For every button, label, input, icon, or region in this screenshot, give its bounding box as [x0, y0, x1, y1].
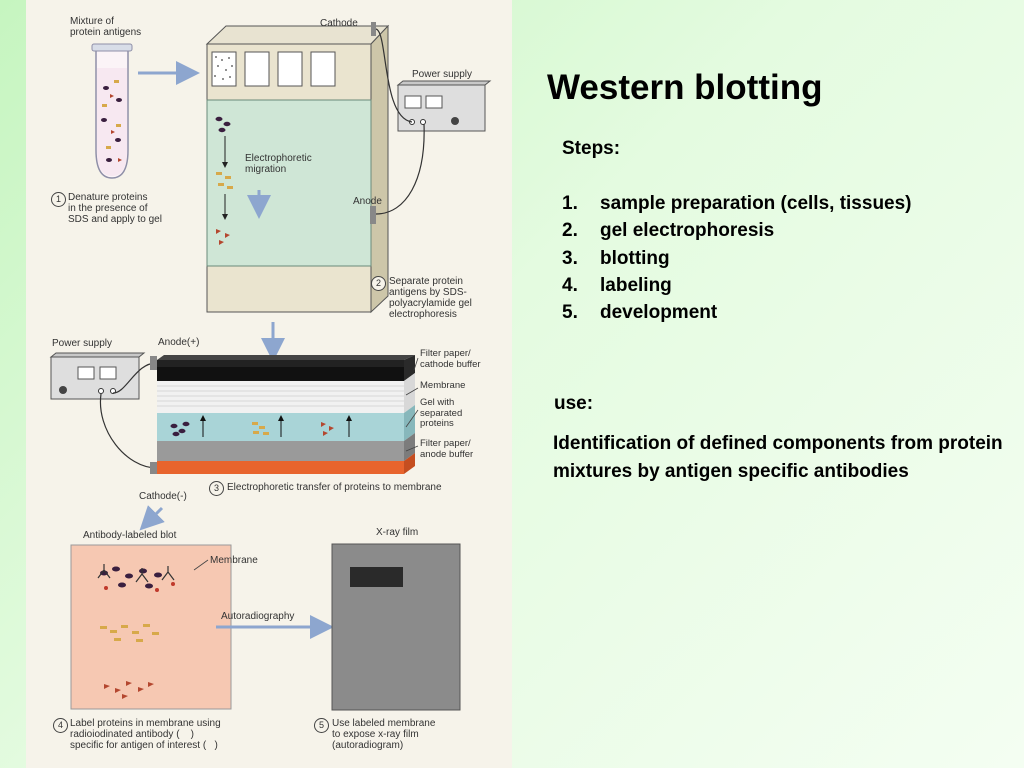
power-supply-top — [396, 80, 492, 132]
test-tube — [91, 43, 133, 179]
diagram-graphics — [49, 22, 492, 711]
power-supply-mid-label: Power supply — [52, 338, 113, 349]
xray-film-label: X-ray film — [376, 527, 419, 538]
membrane-mid-label: Membrane — [420, 380, 466, 391]
filter-cathode-label: Filter paper/ cathode buffer — [420, 348, 481, 370]
step-3-text: Electrophoretic transfer of proteins to … — [227, 482, 442, 493]
step-1-number: 1 — [51, 192, 66, 207]
gel-apparatus — [205, 22, 390, 314]
transfer-sandwich — [157, 355, 419, 474]
step-5-text: Use labeled membrane to expose x-ray fil… — [332, 718, 436, 751]
power-supply-mid — [49, 352, 146, 400]
use-heading: use: — [554, 393, 594, 414]
step-2-text: Separate protein antigens by SDS- polyac… — [389, 276, 472, 320]
step-1-text: Denature proteins in the presence of SDS… — [68, 192, 162, 225]
steps-list: 1.sample preparation (cells, tissues) 2.… — [562, 190, 912, 326]
filter-anode-label: Filter paper/ anode buffer — [420, 438, 474, 460]
slide-title: Western blotting — [547, 68, 823, 107]
steps-heading: Steps: — [562, 138, 621, 159]
step-5-number: 5 — [314, 718, 329, 733]
anode-label: Anode — [353, 196, 382, 207]
membrane-low-label: Membrane — [210, 555, 258, 566]
step-4-text: Label proteins in membrane using radioio… — [70, 718, 221, 751]
step-4-number: 4 — [53, 718, 68, 733]
xray-film — [331, 543, 461, 711]
autoradiography-label: Autoradiography — [221, 611, 295, 622]
use-description: Identification of defined components fro… — [553, 433, 1003, 482]
list-item: 4.labeling — [562, 274, 672, 296]
anode-plus-label: Anode(+) — [158, 337, 200, 348]
western-blot-figure: Mixture of protein antigens Cathode Powe… — [26, 0, 512, 768]
power-supply-label: Power supply — [412, 69, 473, 80]
cathode-label: Cathode — [320, 18, 358, 29]
antibody-blot-label: Antibody-labeled blot — [83, 530, 177, 541]
cathode-minus-label: Cathode(-) — [139, 491, 187, 502]
step-2-number: 2 — [371, 276, 386, 291]
list-item: 3.blotting — [562, 247, 670, 269]
list-item: 2.gel electrophoresis — [562, 220, 775, 242]
electrophoretic-migration-label: Electrophoretic migration — [245, 153, 312, 175]
list-item: 5.development — [562, 302, 718, 324]
mixture-label: Mixture of protein antigens — [70, 16, 142, 38]
list-item: 1.sample preparation (cells, tissues) — [562, 193, 912, 214]
gel-separated-label: Gel with separated proteins — [420, 397, 463, 429]
antibody-labeled-blot — [70, 544, 232, 710]
step-3-number: 3 — [209, 481, 224, 496]
